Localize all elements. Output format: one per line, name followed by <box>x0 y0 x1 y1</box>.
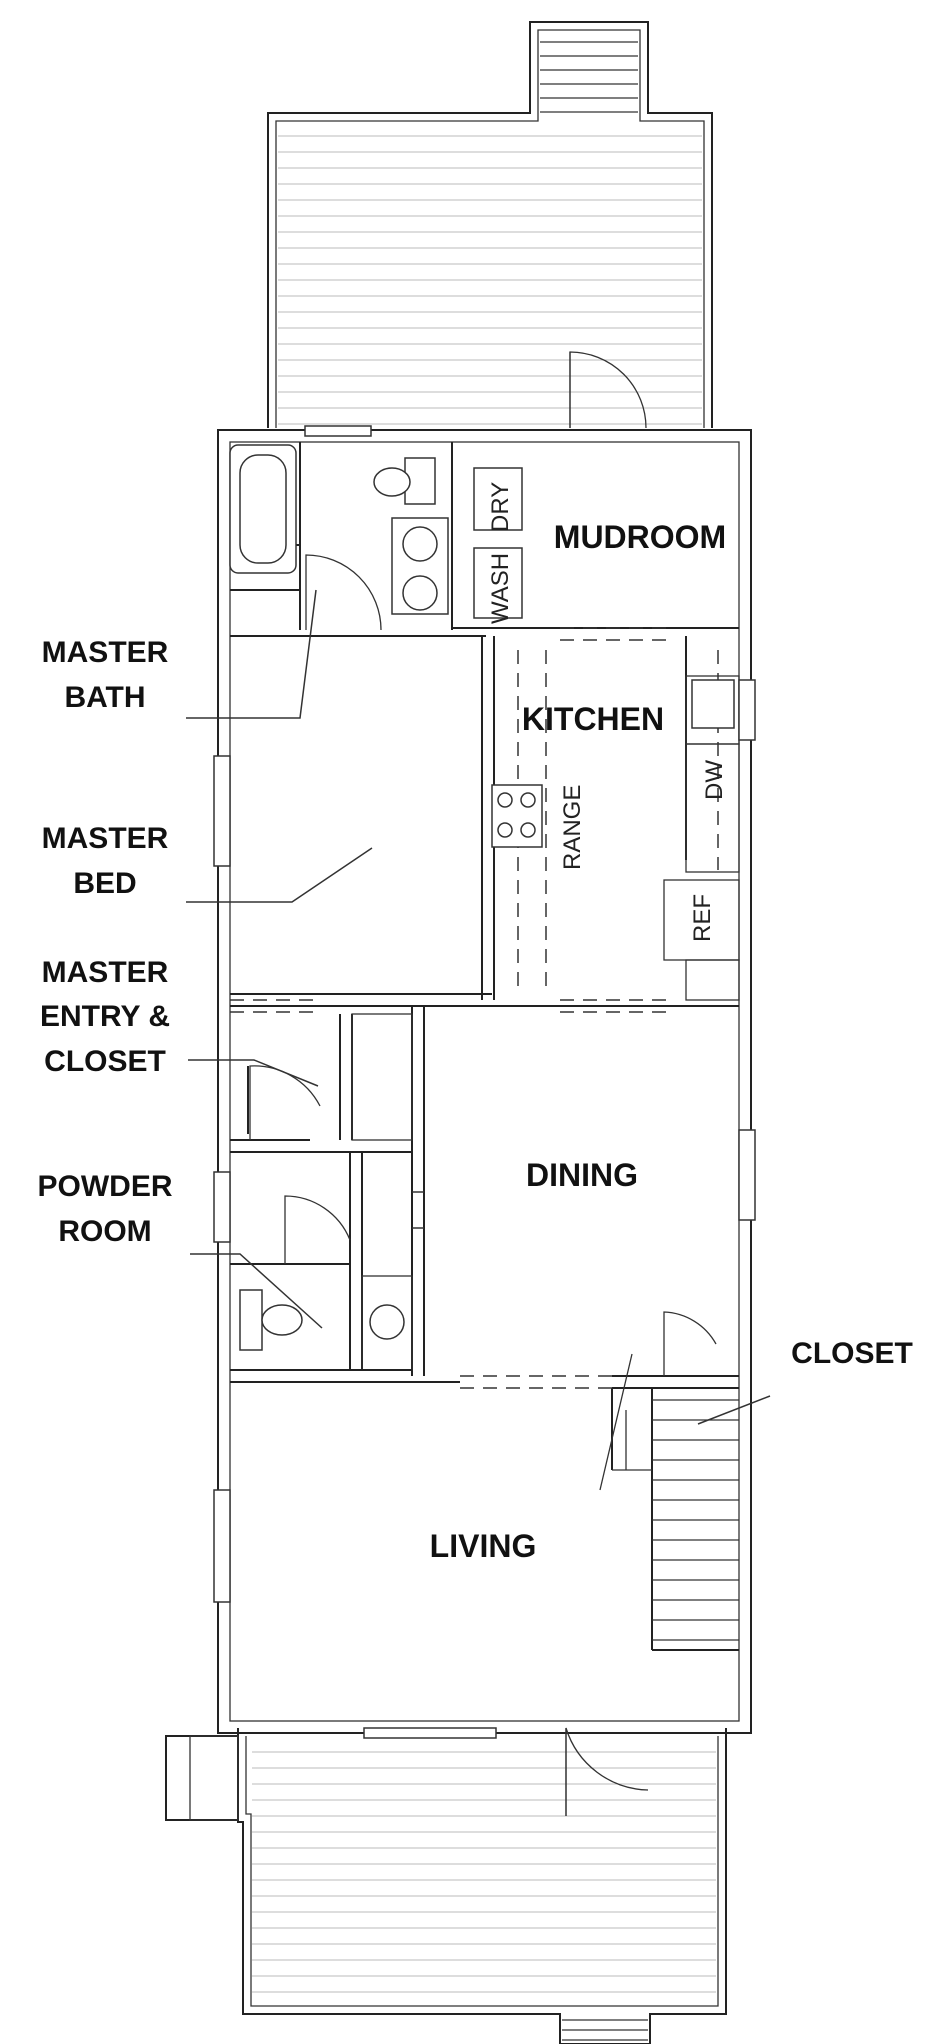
callout-master-bath-1: MASTER <box>42 636 169 669</box>
label-ref: REF <box>689 894 716 942</box>
range <box>491 784 543 848</box>
callout-closet: CLOSET <box>791 1337 913 1370</box>
powder-sink <box>369 1304 405 1340</box>
callout-powder-room-1: POWDER <box>38 1170 173 1203</box>
label-range: RANGE <box>559 785 586 870</box>
room-label-living: LIVING <box>430 1528 537 1564</box>
front-porch <box>165 1728 727 2044</box>
kitchen-sink <box>691 679 735 729</box>
room-label-mudroom: MUDROOM <box>554 519 726 555</box>
room-label-kitchen: KITCHEN <box>522 701 664 737</box>
callouts: MASTER BATH MASTER BED MASTER ENTRY & CL… <box>38 589 913 1425</box>
callout-master-entry-3: CLOSET <box>44 1045 166 1078</box>
toilet <box>373 467 411 497</box>
openings <box>230 627 719 1389</box>
room-label-dining: DINING <box>526 1157 638 1193</box>
label-dry: DRY <box>487 482 514 532</box>
doors <box>249 351 717 1816</box>
rear-deck <box>267 21 713 428</box>
callout-master-entry-2: ENTRY & <box>40 1000 170 1033</box>
powder-toilet <box>239 1289 263 1351</box>
label-dw: DW <box>701 760 728 800</box>
fixtures <box>229 444 735 1351</box>
callout-master-entry-1: MASTER <box>42 956 169 989</box>
callout-powder-room-2: ROOM <box>58 1215 151 1248</box>
front-steps <box>562 2019 648 2041</box>
rear-steps <box>540 41 638 113</box>
callout-master-bed-2: BED <box>73 867 136 900</box>
callout-master-bath-2: BATH <box>64 681 145 714</box>
windows <box>213 425 756 1739</box>
room-labels: MUDROOM KITCHEN DINING LIVING <box>430 519 727 1564</box>
label-wash: WASH <box>487 553 514 624</box>
appliance-labels: DRY WASH RANGE DW REF <box>487 482 728 942</box>
callout-master-bed-1: MASTER <box>42 822 169 855</box>
stairs <box>652 1399 739 1651</box>
